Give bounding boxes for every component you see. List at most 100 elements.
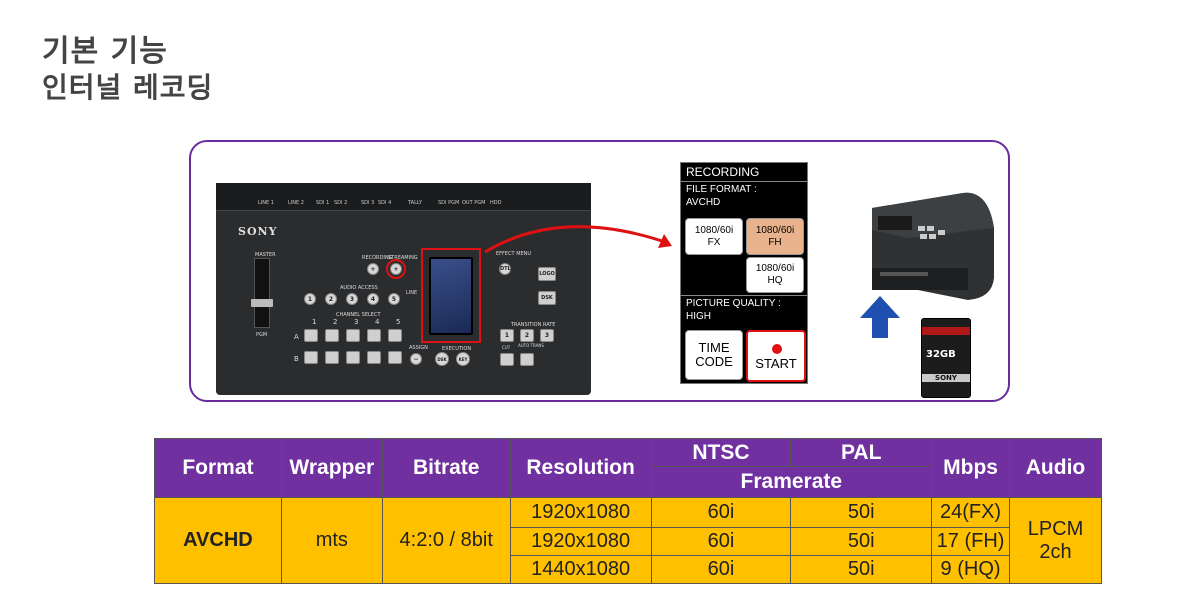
start-button[interactable]: START xyxy=(746,330,806,382)
option-line: 1080/60i xyxy=(694,224,734,236)
audio-line: LPCM xyxy=(1027,517,1084,540)
cell-ntsc: 60i xyxy=(650,527,792,556)
key-button: KEY xyxy=(456,352,470,366)
page-title: 기본 기능 xyxy=(42,34,168,69)
cell-format: AVCHD xyxy=(154,497,282,584)
cut-button xyxy=(500,353,514,366)
sd-card-stripe xyxy=(922,327,970,335)
transition-button-2: 2 xyxy=(520,329,534,342)
channel-b-button xyxy=(346,351,360,364)
cell-bitrate: 4:2:0 / 8bit xyxy=(381,497,511,584)
port-label: LINE 2 xyxy=(288,200,304,206)
port-label: LINE 1 xyxy=(258,200,274,206)
channel-a-button xyxy=(304,329,318,342)
execution-label: EXECUTION xyxy=(442,346,472,352)
header-wrapper: Wrapper xyxy=(280,438,383,498)
sd-card-image: 32GB SONY xyxy=(921,318,971,398)
header-format: Format xyxy=(154,438,282,498)
start-label: START xyxy=(755,356,797,371)
auto-trans-button xyxy=(520,353,534,366)
audio-button-2: 2 xyxy=(325,293,337,305)
illustration-frame xyxy=(189,140,1010,402)
option-line: HQ xyxy=(767,275,783,286)
file-format-value: AVCHD xyxy=(686,197,721,208)
picture-quality-label: PICTURE QUALITY : xyxy=(686,298,781,309)
cell-ntsc: 60i xyxy=(650,497,792,528)
dsk-button: DSK xyxy=(435,352,449,366)
cell-wrapper: mts xyxy=(280,497,383,584)
header-mbps: Mbps xyxy=(931,438,1011,498)
line-label: LINE xyxy=(406,290,418,296)
port-label: SDI 3 xyxy=(361,200,375,206)
recording-label: RECORDING xyxy=(362,255,393,261)
pgm-label: PGM xyxy=(256,332,268,338)
sd-slot-closeup-image xyxy=(868,168,1004,332)
cell-resolution: 1920x1080 xyxy=(509,497,652,528)
channel-number: 2 xyxy=(333,318,338,326)
cell-resolution: 1440x1080 xyxy=(509,555,652,584)
master-fader-track xyxy=(254,258,270,328)
sd-card-capacity: 32GB xyxy=(926,349,956,360)
channel-b-button xyxy=(325,351,339,364)
cell-pal: 50i xyxy=(790,555,933,584)
avchd-spec-table: Format Wrapper Bitrate Resolution NTSC P… xyxy=(154,438,1102,584)
channel-number: 1 xyxy=(312,318,317,326)
channel-a-button xyxy=(367,329,381,342)
device-brand-logo: SONY xyxy=(238,225,278,238)
transition-rate-label: TRANSITION RATE xyxy=(511,322,556,328)
audio-button-1: 1 xyxy=(304,293,316,305)
time-code-line: TIME xyxy=(698,340,730,355)
channel-a-button xyxy=(346,329,360,342)
option-line: FH xyxy=(768,236,782,248)
logo-button: LOGO xyxy=(538,267,556,281)
audio-button-5: 5 xyxy=(388,293,400,305)
option-line: FX xyxy=(707,236,721,248)
screen-highlight xyxy=(421,248,481,343)
audio-access-label: AUDIO ACCESS xyxy=(340,285,378,291)
cell-audio: LPCM 2ch xyxy=(1009,497,1102,584)
header-bitrate: Bitrate xyxy=(381,438,511,498)
cut-label: CUT xyxy=(502,345,511,350)
time-code-line: CODE xyxy=(695,354,733,369)
channel-number: 5 xyxy=(396,318,401,326)
header-resolution: Resolution xyxy=(509,438,652,498)
cell-mbps: 9 (HQ) xyxy=(931,555,1011,584)
cell-mbps: 17 (FH) xyxy=(931,527,1011,556)
port-label: OUT PGM xyxy=(462,200,486,206)
cell-resolution: 1920x1080 xyxy=(509,527,652,556)
blue-up-arrow-icon xyxy=(860,296,900,338)
transition-button-1: 1 xyxy=(500,329,514,342)
assign-button: − xyxy=(410,353,422,365)
option-line: 1080/60i xyxy=(755,224,795,236)
format-option-fx[interactable]: 1080/60i FX xyxy=(685,218,743,255)
page-subtitle: 인터널 레코딩 xyxy=(42,71,214,104)
switcher-device-image: LINE 1 LINE 2 SDI 1 SDI 2 SDI 3 SDI 4 TA… xyxy=(216,183,591,395)
dtl-button: DTL xyxy=(499,263,511,275)
row-b-label: B xyxy=(294,355,299,363)
format-option-fh[interactable]: 1080/60i FH xyxy=(746,218,804,255)
option-line: 1080/60i xyxy=(755,263,795,274)
time-code-button[interactable]: TIME CODE xyxy=(685,330,743,380)
port-label: SDI 1 xyxy=(316,200,330,206)
channel-a-button xyxy=(388,329,402,342)
recording-header: RECORDING xyxy=(686,165,760,179)
effect-menu-label: EFFECT MENU xyxy=(496,251,532,257)
device-rear-panel: LINE 1 LINE 2 SDI 1 SDI 2 SDI 3 SDI 4 TA… xyxy=(216,183,591,211)
master-label: MASTER xyxy=(255,252,276,258)
sd-card-brand: SONY xyxy=(922,374,970,382)
port-label: HDD xyxy=(490,200,502,206)
touch-screen xyxy=(429,257,473,335)
record-dot-icon xyxy=(772,344,782,354)
auto-trans-label: AUTO TRANS xyxy=(518,343,544,348)
channel-number: 3 xyxy=(354,318,359,326)
format-option-hq[interactable]: 1080/60i HQ xyxy=(746,257,804,293)
streaming-highlight xyxy=(386,259,406,279)
channel-b-button xyxy=(388,351,402,364)
port-label: SDI 4 xyxy=(378,200,392,206)
header-audio: Audio xyxy=(1009,438,1102,498)
audio-button-3: 3 xyxy=(346,293,358,305)
channel-select-label: CHANNEL SELECT xyxy=(336,312,381,318)
red-arrow-icon xyxy=(484,225,672,254)
master-fader-knob xyxy=(251,299,273,307)
channel-b-button xyxy=(304,351,318,364)
